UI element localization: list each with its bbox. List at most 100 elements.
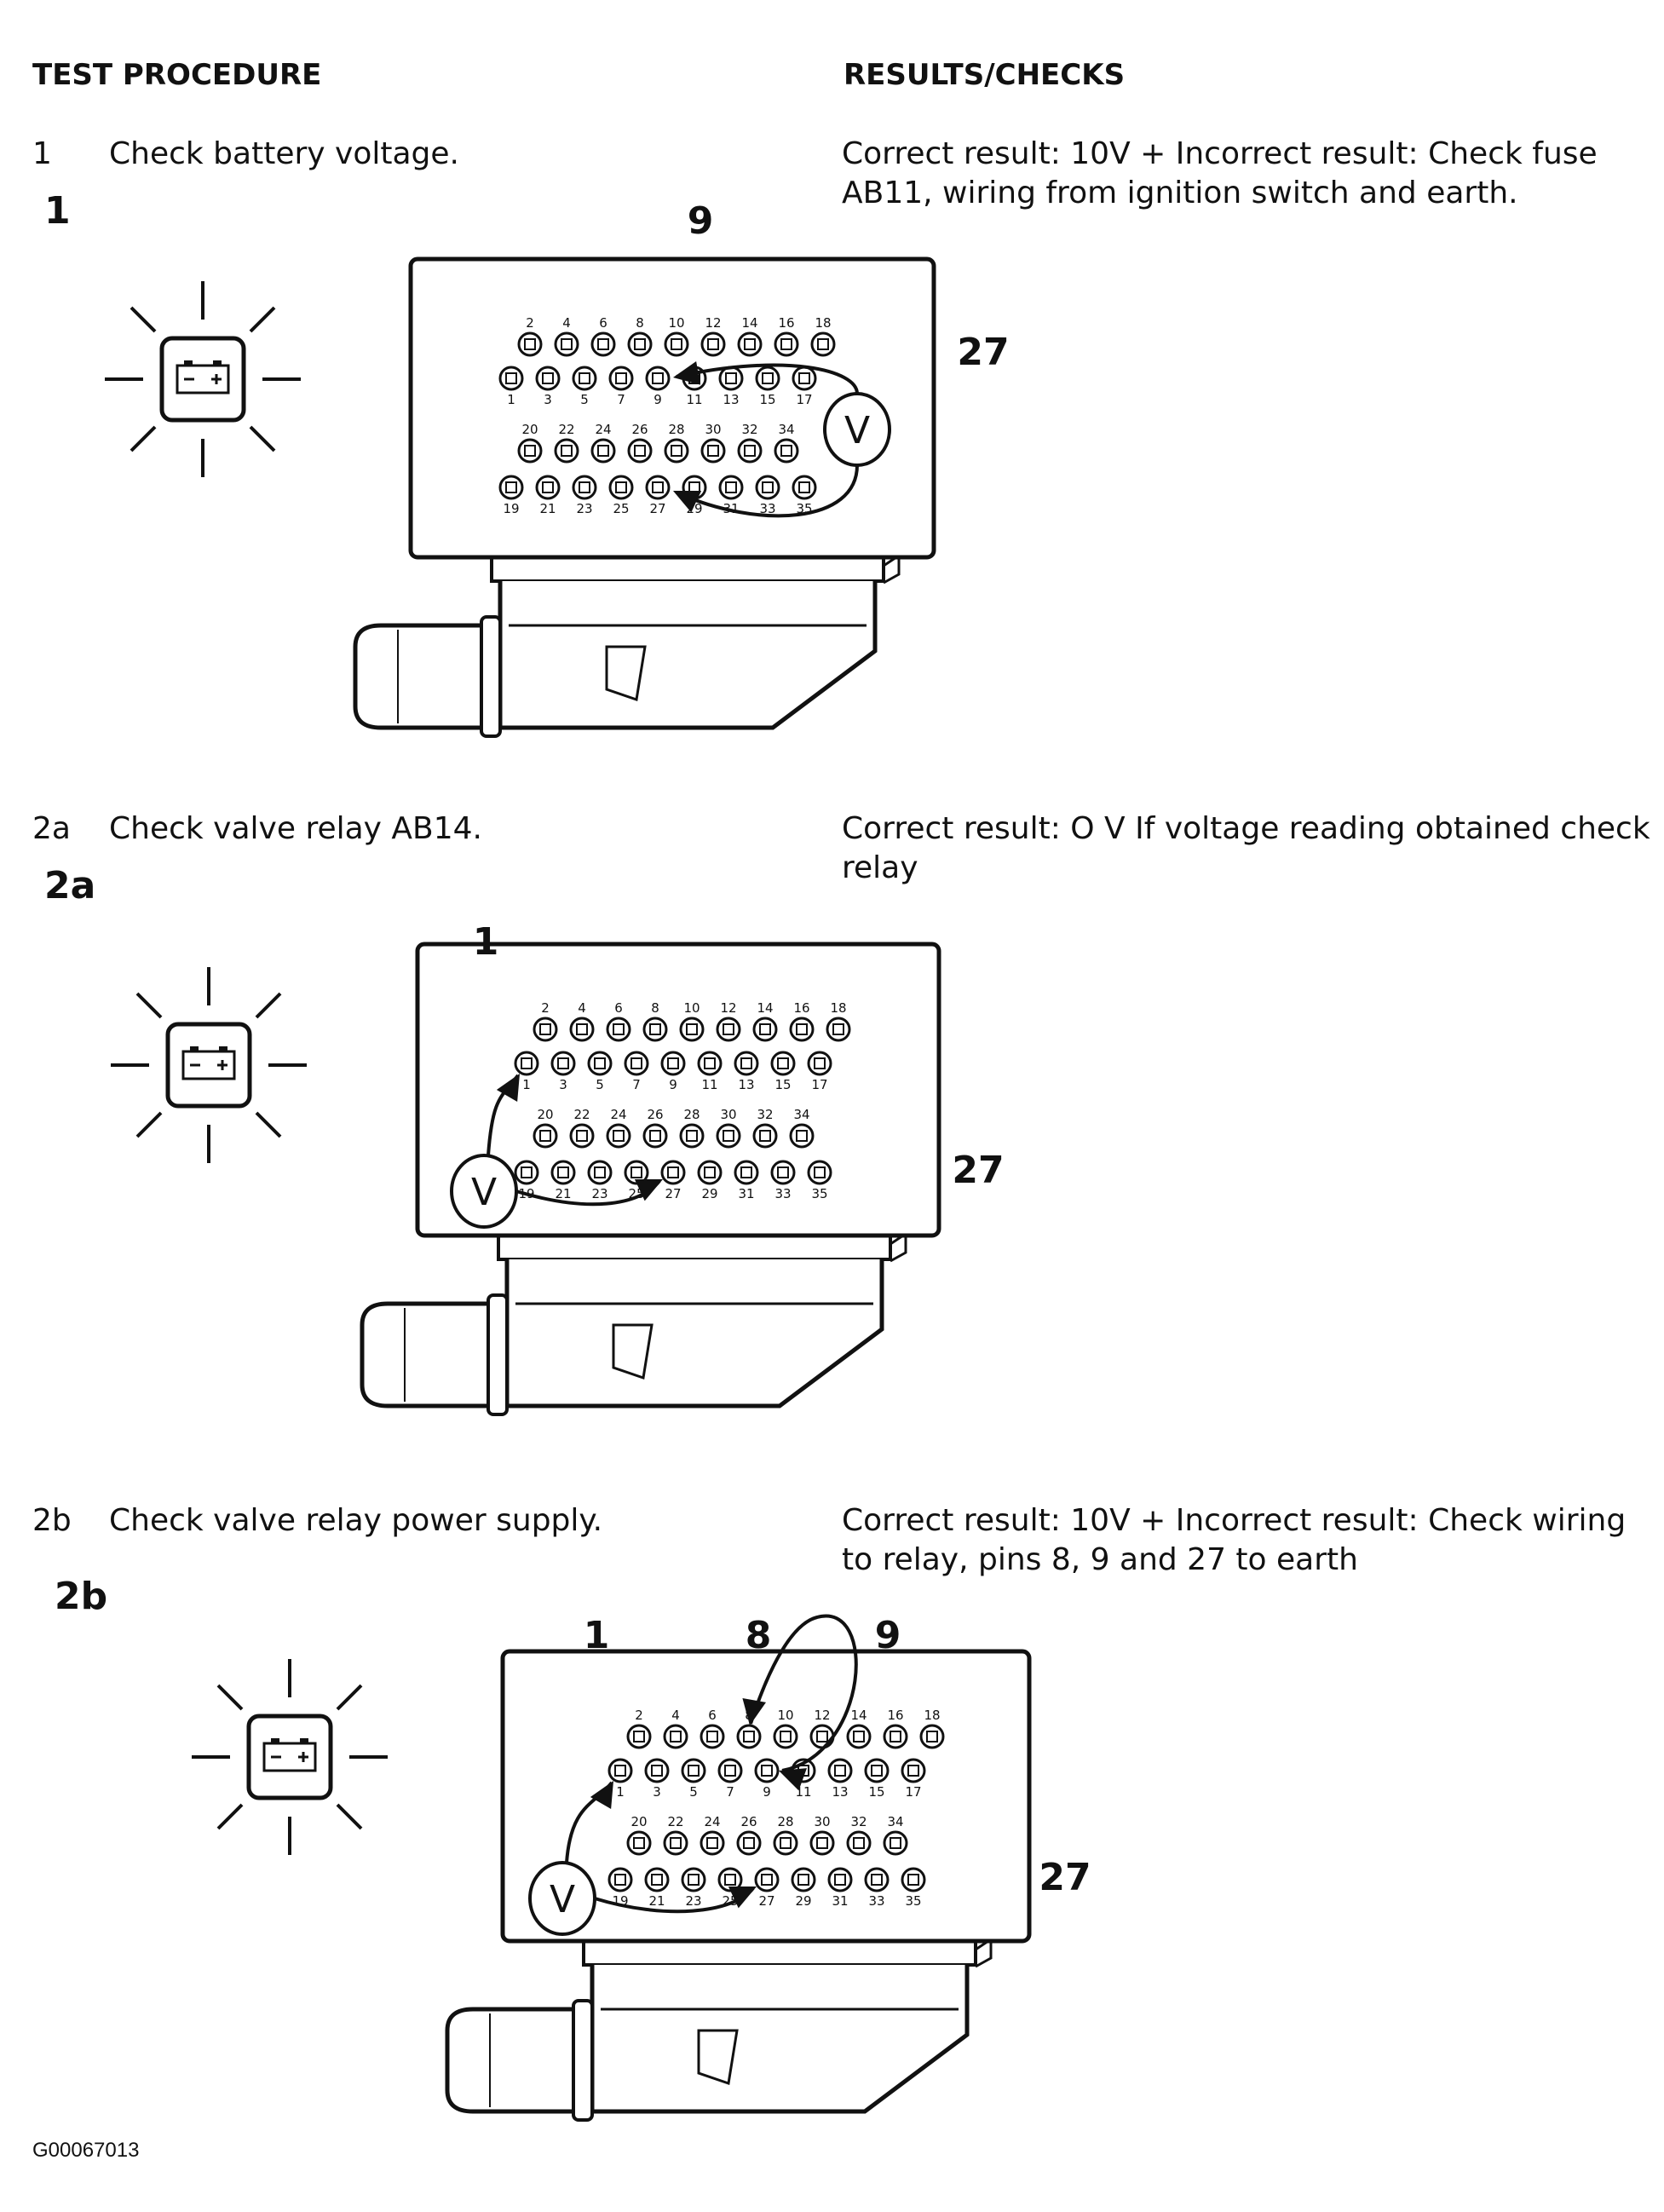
- pin-socket-icon: [926, 1731, 938, 1743]
- pin-socket-icon: [597, 445, 609, 457]
- pin-number-label: 2: [541, 1000, 550, 1016]
- connector-pin: [774, 438, 799, 464]
- connector-pin: [809, 1724, 835, 1749]
- connector-pin: [770, 1051, 796, 1076]
- pin-number-label: 32: [850, 1814, 867, 1829]
- pin-number-label: 11: [686, 392, 702, 407]
- pin-number-label: 7: [726, 1784, 734, 1800]
- connector-pin: [514, 1160, 539, 1185]
- pin-socket-icon: [630, 1166, 642, 1178]
- pin-socket-icon: [759, 1023, 771, 1035]
- pin-socket-icon: [706, 1837, 718, 1849]
- pin-socket-icon: [630, 1057, 642, 1069]
- pin-number-label: 30: [705, 422, 721, 437]
- test-procedure-header: TEST PROCEDURE: [32, 58, 322, 92]
- pin-number-label: 10: [683, 1000, 700, 1016]
- pin-number-label: 14: [850, 1708, 867, 1723]
- pin-number-label: 13: [723, 392, 739, 407]
- arrowhead: [673, 490, 702, 513]
- light-ray-icon: [135, 1111, 163, 1138]
- connector-pin: [664, 331, 689, 357]
- connector-pin: [789, 1017, 815, 1042]
- pin-number-label: 2: [635, 1708, 643, 1723]
- connector-pin: [663, 1830, 688, 1856]
- pin-number-label: 16: [887, 1708, 903, 1723]
- pin-socket-icon: [651, 1765, 663, 1777]
- connector-pin: [660, 1160, 686, 1185]
- connector-notch: [612, 1323, 654, 1380]
- connector-pin: [826, 1017, 851, 1042]
- pin-socket-icon: [704, 1166, 716, 1178]
- connector-pin: [645, 366, 671, 391]
- pin-socket-icon: [613, 1130, 625, 1142]
- connector-pin: [535, 366, 561, 391]
- connector-notch: [697, 2029, 739, 2085]
- test-lead: [676, 464, 859, 518]
- battery-body: [181, 1050, 236, 1080]
- connector-housing: [504, 1259, 884, 1408]
- connector-pin: [572, 475, 597, 500]
- pin-socket-icon: [798, 372, 810, 384]
- pin-number-label: 30: [720, 1107, 736, 1122]
- step-1-result: Correct result: 10V + Incorrect result: …: [842, 136, 1598, 210]
- diagram-group: 2468101214161813579111315172022242628303…: [192, 1614, 1091, 2122]
- pin-socket-icon: [780, 338, 792, 350]
- connector-pin: [664, 438, 689, 464]
- pin-socket-icon: [614, 1765, 626, 1777]
- arrowhead: [742, 1698, 766, 1725]
- connector-pin: [792, 366, 817, 391]
- pin-socket-icon: [777, 1057, 789, 1069]
- pin-number-label: 34: [793, 1107, 809, 1122]
- pin-number-label: 31: [832, 1893, 848, 1909]
- pin-socket-icon: [740, 1166, 752, 1178]
- cable: [353, 623, 500, 730]
- pin-number-label: 4: [578, 1000, 586, 1016]
- pin-socket-icon: [777, 1166, 789, 1178]
- pin-socket-icon: [615, 372, 627, 384]
- pin-number-label: 9: [763, 1784, 771, 1800]
- pin-number-label: 17: [796, 392, 812, 407]
- connector-pin: [608, 366, 634, 391]
- pin-socket-icon: [743, 1731, 755, 1743]
- pin-socket-icon: [832, 1023, 844, 1035]
- connector-pin: [864, 1867, 890, 1892]
- pin-number-label: 29: [701, 1186, 717, 1201]
- pin-number-label: 3: [653, 1784, 661, 1800]
- pin-socket-icon: [723, 1130, 734, 1142]
- pin-socket-icon: [871, 1874, 883, 1886]
- pin-number-label: 9: [654, 392, 662, 407]
- arrowhead: [634, 1178, 663, 1201]
- pin-socket-icon: [816, 1837, 828, 1849]
- battery-terminal: [219, 1046, 227, 1051]
- pin-number-label: 7: [632, 1077, 641, 1092]
- connector-pin: [810, 331, 836, 357]
- pin-socket-icon: [761, 1874, 773, 1886]
- step-2b-result: Correct result: 10V + Incorrect result: …: [842, 1503, 1627, 1577]
- pin-socket-icon: [633, 1837, 645, 1849]
- pin-number-label: 32: [741, 422, 757, 437]
- connector-lip: [582, 1939, 977, 1967]
- pin-number-label: 4: [562, 315, 571, 331]
- pin-socket-icon: [524, 338, 536, 350]
- pin-socket-icon: [539, 1130, 551, 1142]
- voltmeter-icon: [528, 1861, 596, 1936]
- pin-number-label: 28: [683, 1107, 700, 1122]
- battery-body: [262, 1742, 317, 1772]
- battery-terminal: [300, 1738, 308, 1743]
- arrowhead: [779, 1768, 807, 1791]
- pin-socket-icon: [890, 1731, 901, 1743]
- pin-socket-icon: [633, 1731, 645, 1743]
- pin-number-label: 33: [774, 1186, 791, 1201]
- connector-pin: [607, 1867, 633, 1892]
- connector-pin: [770, 1160, 796, 1185]
- pin-socket-icon: [597, 338, 609, 350]
- pin-socket-icon: [505, 372, 517, 384]
- pin-number-label: 22: [573, 1107, 590, 1122]
- step-1-text: Check battery voltage.: [109, 136, 459, 171]
- step-2a-number: 2a: [32, 811, 71, 846]
- light-ray-icon: [255, 992, 282, 1019]
- pin-number-label: 20: [521, 422, 538, 437]
- pin-socket-icon: [649, 1023, 661, 1035]
- pin-number-label: 12: [814, 1708, 830, 1723]
